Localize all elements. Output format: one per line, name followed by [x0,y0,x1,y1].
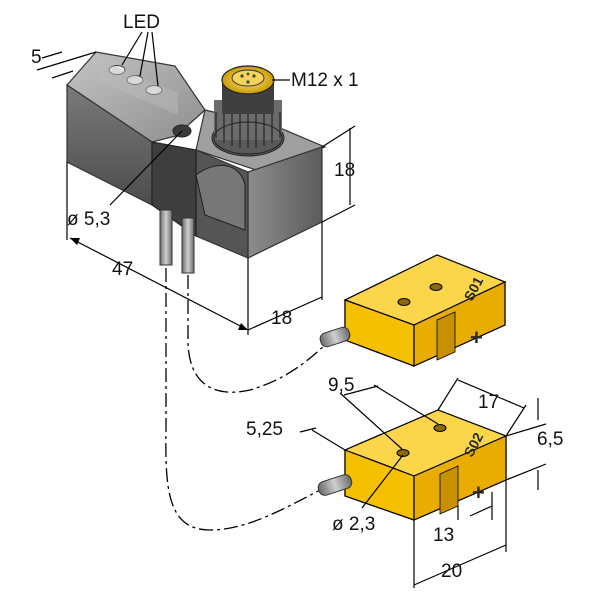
dimension-labels: LED 5 M12 x 1 ø 5,3 47 18 18 9,5 5,25 17… [31,12,563,582]
sensor-s01-hole-2 [429,283,443,291]
dimension-lines [36,31,547,588]
led-label: LED [123,12,160,33]
led-indicators [100,60,178,115]
height-label: 18 [334,160,355,181]
hole-spacing-label: 9,5 [328,375,354,396]
sensor-s01: S01 + [319,254,507,367]
plus-icon: + [470,325,483,350]
hole-diameter-label: ø 2,3 [332,514,375,535]
connector-label: M12 x 1 [291,70,359,91]
sensor-s02: S02 + [317,409,508,521]
sensor-s01-hole-1 [397,298,411,306]
total-width-label: 20 [441,561,462,582]
sensor-s02-hole-2 [433,424,447,432]
led-2-icon [126,75,144,85]
plus-icon: + [472,480,485,505]
led-3-icon [145,85,163,95]
length-label: 47 [112,259,133,280]
sensor-s02-hole-1 [396,449,410,457]
depth-label: 5 [31,47,42,68]
inner-width-label: 13 [433,525,454,546]
cable-paths [165,268,331,531]
width-label: 18 [271,308,292,329]
offset-label: 5,25 [246,419,283,440]
connector-socket-icon [231,69,265,87]
mount-hole-label: ø 5,3 [67,209,110,230]
sensor-housing [66,51,327,274]
m12-connector [211,65,285,157]
sensor-length-label: 17 [478,392,499,413]
sensor-height-label: 6,5 [537,429,563,450]
led-1-icon [108,65,126,75]
